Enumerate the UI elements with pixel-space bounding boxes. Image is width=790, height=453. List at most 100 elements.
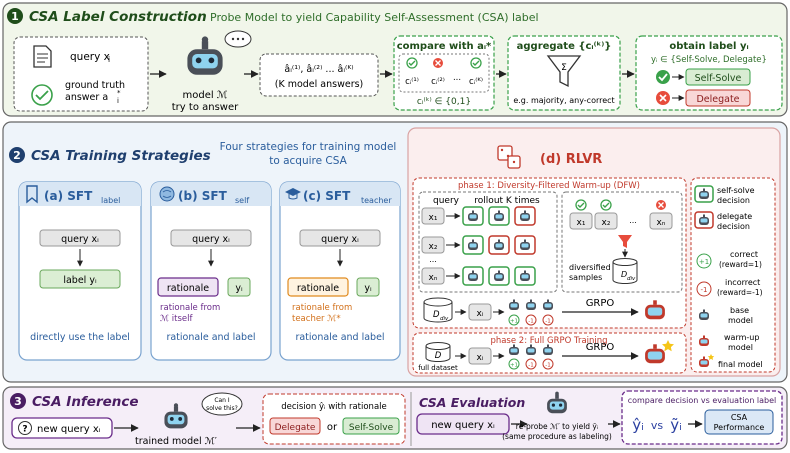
reward-plus-one: +1 <box>510 363 518 369</box>
reprobe-label-line1: re-probe ℳ′ to yield ỹᵢ <box>516 422 598 431</box>
ground-truth-superscript: * <box>117 89 121 97</box>
query-label: query x <box>70 51 110 63</box>
rollout-label: rollout K times <box>474 196 540 206</box>
check-icon <box>575 199 587 211</box>
bookmark-icon <box>26 185 38 204</box>
reward-minus-one: -1 <box>545 363 550 369</box>
compare-evaluation-symbol: ỹᵢ <box>670 416 682 434</box>
reward-incorrect-badge <box>542 314 554 326</box>
cross-icon <box>656 91 670 105</box>
speech-bubble-line2: solve this? <box>206 405 238 412</box>
question-icon: ? <box>18 421 32 435</box>
reward-plus-one: +1 <box>510 319 518 325</box>
legend-warmup-line2: model <box>728 343 753 352</box>
legend-delegate-line1: delegate <box>717 212 752 221</box>
sft-label-subscript: label <box>101 196 120 205</box>
legend-delegate-line2: decision <box>717 222 750 231</box>
legend-correct-badge <box>696 253 712 269</box>
graduation-cap-icon <box>285 188 301 200</box>
phase2-grpo-label: GRPO <box>586 342 615 353</box>
evaluation-query-box <box>416 413 510 435</box>
filter-x2 <box>594 212 618 230</box>
filter-x1-label: x₁ <box>577 218 586 228</box>
compare-c2: cᵢ⁽²⁾ <box>431 77 445 87</box>
check-icon <box>656 70 670 84</box>
phase1-query-xi-label: xᵢ <box>477 309 484 319</box>
section-2-subtitle-line1: Four strategies for training model <box>220 141 397 153</box>
legend-base-line2: model <box>728 316 753 325</box>
self-solve-label: Self-Solve <box>695 73 742 84</box>
filter-x2-label: x₂ <box>602 218 611 228</box>
compare-set: cᵢ⁽ᵏ⁾ ∈ {0,1} <box>417 97 471 107</box>
evaluation-query-label: new query xᵢ <box>431 420 495 431</box>
compare-vs: vs <box>651 419 664 432</box>
speech-bubble-line1: Can I <box>214 397 230 404</box>
inference-query-label: new query xᵢ <box>37 424 101 435</box>
csa-performance-line2: Performance <box>714 423 765 432</box>
final-model-robot-icon <box>699 356 709 367</box>
compare-decision-symbol: ŷᵢ <box>632 416 644 434</box>
sft-self-label: yᵢ <box>235 283 243 294</box>
filter-xn-label: xₙ <box>657 218 666 228</box>
warmup-model-robot-icon <box>699 335 709 346</box>
phase2-dataset-label: D <box>435 351 442 361</box>
section-1-subtitle: Probe Model to yield Capability Self-Ass… <box>210 11 539 24</box>
sft-label-target-box <box>39 269 121 289</box>
rollout-query-x2 <box>421 236 445 254</box>
legend-correct-line2: (reward=1) <box>719 260 762 269</box>
compare-ck: cᵢ⁽ᴷ⁾ <box>469 77 483 87</box>
rollout-query-x1-label: x₁ <box>429 213 438 223</box>
phase1-ddiv-subscript: div <box>440 316 449 322</box>
section-1-title: CSA Label Construction <box>29 9 207 25</box>
sft-teacher-label-box <box>356 277 380 297</box>
decision-delegate: Delegate <box>275 423 316 433</box>
rollout-query-x2-label: x₂ <box>429 242 438 252</box>
section-1-label-construction: 1 CSA Label Construction Probe Model to … <box>2 2 788 117</box>
reward-minus-one: -1 <box>528 319 533 325</box>
model-answers-box <box>259 53 379 97</box>
brain-icon <box>159 186 175 202</box>
legend-self-solve-line2: decision <box>717 196 750 205</box>
model-answers-list: âᵢ⁽¹⁾, âᵢ⁽²⁾ ... âᵢ⁽ᴷ⁾ <box>284 64 353 75</box>
legend-warmup-line1: warm-up <box>724 333 759 342</box>
star-icon <box>662 340 674 352</box>
query-subscript: i <box>108 55 110 64</box>
phase2-query-xi-label: xᵢ <box>477 353 484 363</box>
aggregate-sigma: Σ <box>561 63 567 73</box>
compare-dots: ... <box>453 73 461 83</box>
phase1-ddiv-label: D <box>433 310 440 320</box>
evaluation-title: CSA Evaluation <box>419 395 525 410</box>
ground-truth-label-line1: ground truth <box>65 80 125 91</box>
trained-model-label: trained model ℳ′ <box>135 436 217 447</box>
filter-xn <box>649 212 673 230</box>
sft-teacher-note-line2: teacher ℳ* <box>292 314 341 324</box>
decision-delegate-chip <box>269 417 321 435</box>
legend-incorrect-line1: incorrect <box>725 278 760 287</box>
legend-incorrect-badge <box>696 281 712 297</box>
cross-icon <box>656 200 666 210</box>
reward-incorrect-badge <box>525 358 537 370</box>
section-3-inference-evaluation: 3 CSA Inference ? new query xᵢ Can I sol… <box>2 386 788 450</box>
sft-self-query-box <box>170 229 252 247</box>
section-3-number: 3 <box>14 395 22 408</box>
warmup-model-robot-icon <box>645 300 665 320</box>
sft-label-title: (a) SFT <box>44 189 93 203</box>
sft-label-query-box <box>39 229 121 247</box>
phase2-title: phase 2: Full GRPO Training <box>490 336 607 346</box>
sft-self-note-line2: ℳ itself <box>160 314 194 324</box>
svg-text:?: ? <box>22 425 27 435</box>
delegate-label: Delegate <box>696 94 739 105</box>
model-answers-caption: (K model answers) <box>275 79 364 90</box>
dice-icon <box>497 145 521 169</box>
delegate-label-chip <box>685 89 751 107</box>
database-icon <box>425 342 451 362</box>
sft-label-target: label yᵢ <box>63 275 97 286</box>
filter-dots: ... <box>629 216 637 225</box>
model-caption: try to answer <box>172 102 239 113</box>
compare-c1: cᵢ⁽¹⁾ <box>405 77 419 87</box>
database-icon <box>612 258 638 284</box>
csa-performance-box <box>704 409 774 435</box>
thinking-bubble-icon <box>224 30 252 48</box>
obtain-label-set: yᵢ ∈ {Self-Solve, Delegate} <box>651 55 767 65</box>
